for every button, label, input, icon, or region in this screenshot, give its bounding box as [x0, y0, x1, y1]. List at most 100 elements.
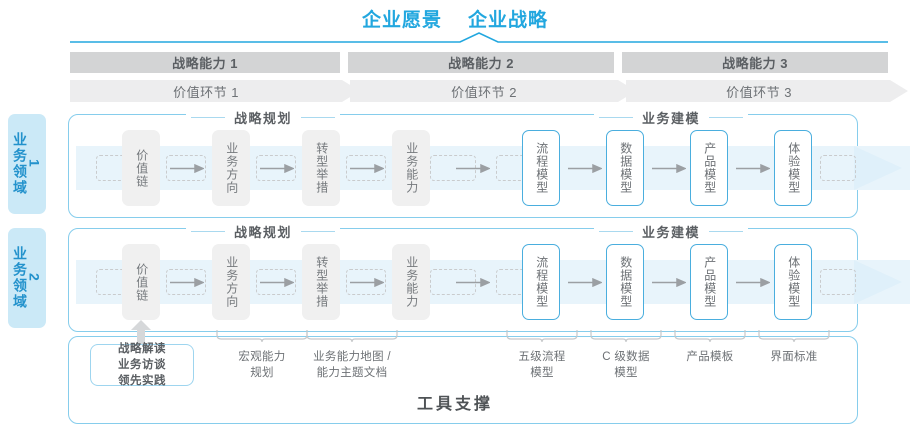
strategy-interpretation-label: 战略解读 业务访谈 领先实践 — [118, 342, 166, 388]
enterprise-strategy-title: 企业战略 — [468, 9, 549, 31]
node-business-capability-r1[interactable]: 业务能力 — [392, 130, 430, 206]
section-title-planning-r2-label: 战略规划 — [234, 225, 293, 240]
flow-arrow-r1-2 — [260, 164, 294, 173]
bottom-label-product-template: 产品模板 — [686, 351, 734, 363]
node-product-model-r1-label: 产品模型 — [702, 142, 717, 194]
node-business-direction-r1-label: 业务方向 — [224, 142, 239, 194]
node-value-chain-r2[interactable]: 价值链 — [122, 244, 160, 320]
bottom-label-process-model: 五级流程 模型 — [518, 351, 566, 379]
sidebar-item-domain-1[interactable]: 业务领域 1 — [8, 114, 46, 214]
section-title-modeling-r2: 业务建模 — [594, 222, 749, 241]
node-experience-model-r1-label: 体验模型 — [786, 142, 801, 194]
value-band-1-label: 价值环节 1 — [173, 84, 239, 100]
node-value-chain-r1[interactable]: 价值链 — [122, 130, 160, 206]
flow-arrow-r2-3 — [350, 278, 384, 287]
node-experience-model-r2[interactable]: 体验模型 — [774, 244, 812, 320]
node-transformation-measures-r2[interactable]: 转型举措 — [302, 244, 340, 320]
node-business-direction-r2[interactable]: 业务方向 — [212, 244, 250, 320]
flow-arrow-r2-1 — [170, 278, 204, 287]
node-transformation-measures-r1-label: 转型举措 — [314, 142, 329, 194]
bottom-label-capability-map: 业务能力地图 / 能力主题文档 — [313, 351, 391, 379]
domain-1-label: 业务领域 — [12, 132, 28, 196]
flow-arrow-r2-7 — [736, 278, 770, 287]
tool-support-card — [68, 336, 858, 424]
flow-arrow-r2-5 — [568, 278, 602, 287]
domain-1-number: 1 — [26, 159, 43, 169]
node-transformation-measures-r1[interactable]: 转型举措 — [302, 130, 340, 206]
flow-arrow-r1-4 — [456, 164, 490, 173]
capability-bar-1-label: 战略能力 1 — [172, 56, 238, 71]
title-connector-line — [70, 32, 888, 43]
section-title-modeling-r2-label: 业务建模 — [642, 225, 701, 240]
tool-support-title: 工具支撑 — [416, 396, 493, 413]
strategy-interpretation-box[interactable]: 战略解读 业务访谈 领先实践 — [90, 343, 194, 387]
value-band-1[interactable]: 价值环节 1 — [70, 80, 342, 102]
flow-arrow-r2-2 — [260, 278, 294, 287]
section-title-modeling-r1-label: 业务建模 — [642, 111, 701, 126]
node-transformation-measures-r2-label: 转型举措 — [314, 256, 329, 308]
placeholder-box-r2-4 — [346, 269, 386, 295]
value-band-3-label: 价值环节 3 — [726, 84, 792, 100]
placeholder-box-r1-7 — [820, 155, 856, 181]
node-process-model-r1-label: 流程模型 — [534, 142, 549, 194]
placeholder-box-r1-3 — [256, 155, 296, 181]
value-band-3[interactable]: 价值环节 3 — [626, 80, 892, 102]
node-product-model-r2-label: 产品模型 — [702, 256, 717, 308]
flow-arrow-r2-6 — [652, 278, 686, 287]
placeholder-box-r1-2 — [166, 155, 206, 181]
capability-bar-1[interactable]: 战略能力 1 — [70, 52, 340, 73]
domain-2-label: 业务领域 — [12, 246, 28, 310]
bottom-label-macro-capability: 宏观能力 规划 — [238, 351, 286, 379]
brace-capability-map — [306, 330, 398, 343]
capability-bar-3[interactable]: 战略能力 3 — [622, 52, 888, 73]
node-process-model-r2[interactable]: 流程模型 — [522, 244, 560, 320]
node-data-model-r1[interactable]: 数据模型 — [606, 130, 644, 206]
brace-macro-capability — [216, 330, 308, 343]
flow-arrow-r1-7 — [736, 164, 770, 173]
node-value-chain-r2-label: 价值链 — [134, 262, 149, 302]
node-process-model-r1[interactable]: 流程模型 — [522, 130, 560, 206]
capability-bar-2[interactable]: 战略能力 2 — [348, 52, 614, 73]
node-product-model-r1[interactable]: 产品模型 — [690, 130, 728, 206]
brace-process-model — [506, 330, 578, 343]
node-product-model-r2[interactable]: 产品模型 — [690, 244, 728, 320]
diagram-title: 企业愿景 企业战略 — [0, 4, 910, 32]
sidebar-item-domain-2[interactable]: 业务领域 2 — [8, 228, 46, 328]
value-band-2[interactable]: 价值环节 2 — [350, 80, 618, 102]
placeholder-box-r2-3 — [256, 269, 296, 295]
value-band-chevrons — [70, 80, 908, 102]
capability-bar-3-label: 战略能力 3 — [722, 56, 788, 71]
domain-2-number: 2 — [26, 273, 43, 283]
node-experience-model-r2-label: 体验模型 — [786, 256, 801, 308]
flow-arrow-r1-6 — [652, 164, 686, 173]
node-process-model-r2-label: 流程模型 — [534, 256, 549, 308]
section-title-planning-r1-label: 战略规划 — [234, 111, 293, 126]
brace-ui-standard — [758, 330, 830, 343]
flow-arrow-r1-1 — [170, 164, 204, 173]
node-business-capability-r1-label: 业务能力 — [404, 142, 419, 194]
brace-product-template — [674, 330, 746, 343]
flow-arrow-r1-3 — [350, 164, 384, 173]
section-title-planning-r1: 战略规划 — [186, 108, 341, 127]
capability-bar-2-label: 战略能力 2 — [448, 56, 514, 71]
node-business-capability-r2[interactable]: 业务能力 — [392, 244, 430, 320]
node-value-chain-r1-label: 价值链 — [134, 148, 149, 188]
node-business-direction-r2-label: 业务方向 — [224, 256, 239, 308]
bottom-label-ui-standard: 界面标准 — [770, 351, 818, 363]
placeholder-box-r1-4 — [346, 155, 386, 181]
node-experience-model-r1[interactable]: 体验模型 — [774, 130, 812, 206]
tool-support-up-arrow — [131, 320, 151, 348]
placeholder-box-r2-7 — [820, 269, 856, 295]
node-business-direction-r1[interactable]: 业务方向 — [212, 130, 250, 206]
flow-arrow-r1-5 — [568, 164, 602, 173]
enterprise-vision-title: 企业愿景 — [361, 9, 442, 31]
node-business-capability-r2-label: 业务能力 — [404, 256, 419, 308]
flow-arrow-r2-4 — [456, 278, 490, 287]
node-data-model-r2[interactable]: 数据模型 — [606, 244, 644, 320]
section-title-planning-r2: 战略规划 — [186, 222, 341, 241]
bottom-label-data-model: C 级数据 模型 — [602, 351, 650, 379]
section-title-modeling-r1: 业务建模 — [594, 108, 749, 127]
node-data-model-r2-label: 数据模型 — [618, 256, 633, 308]
value-band-2-label: 价值环节 2 — [451, 84, 517, 100]
